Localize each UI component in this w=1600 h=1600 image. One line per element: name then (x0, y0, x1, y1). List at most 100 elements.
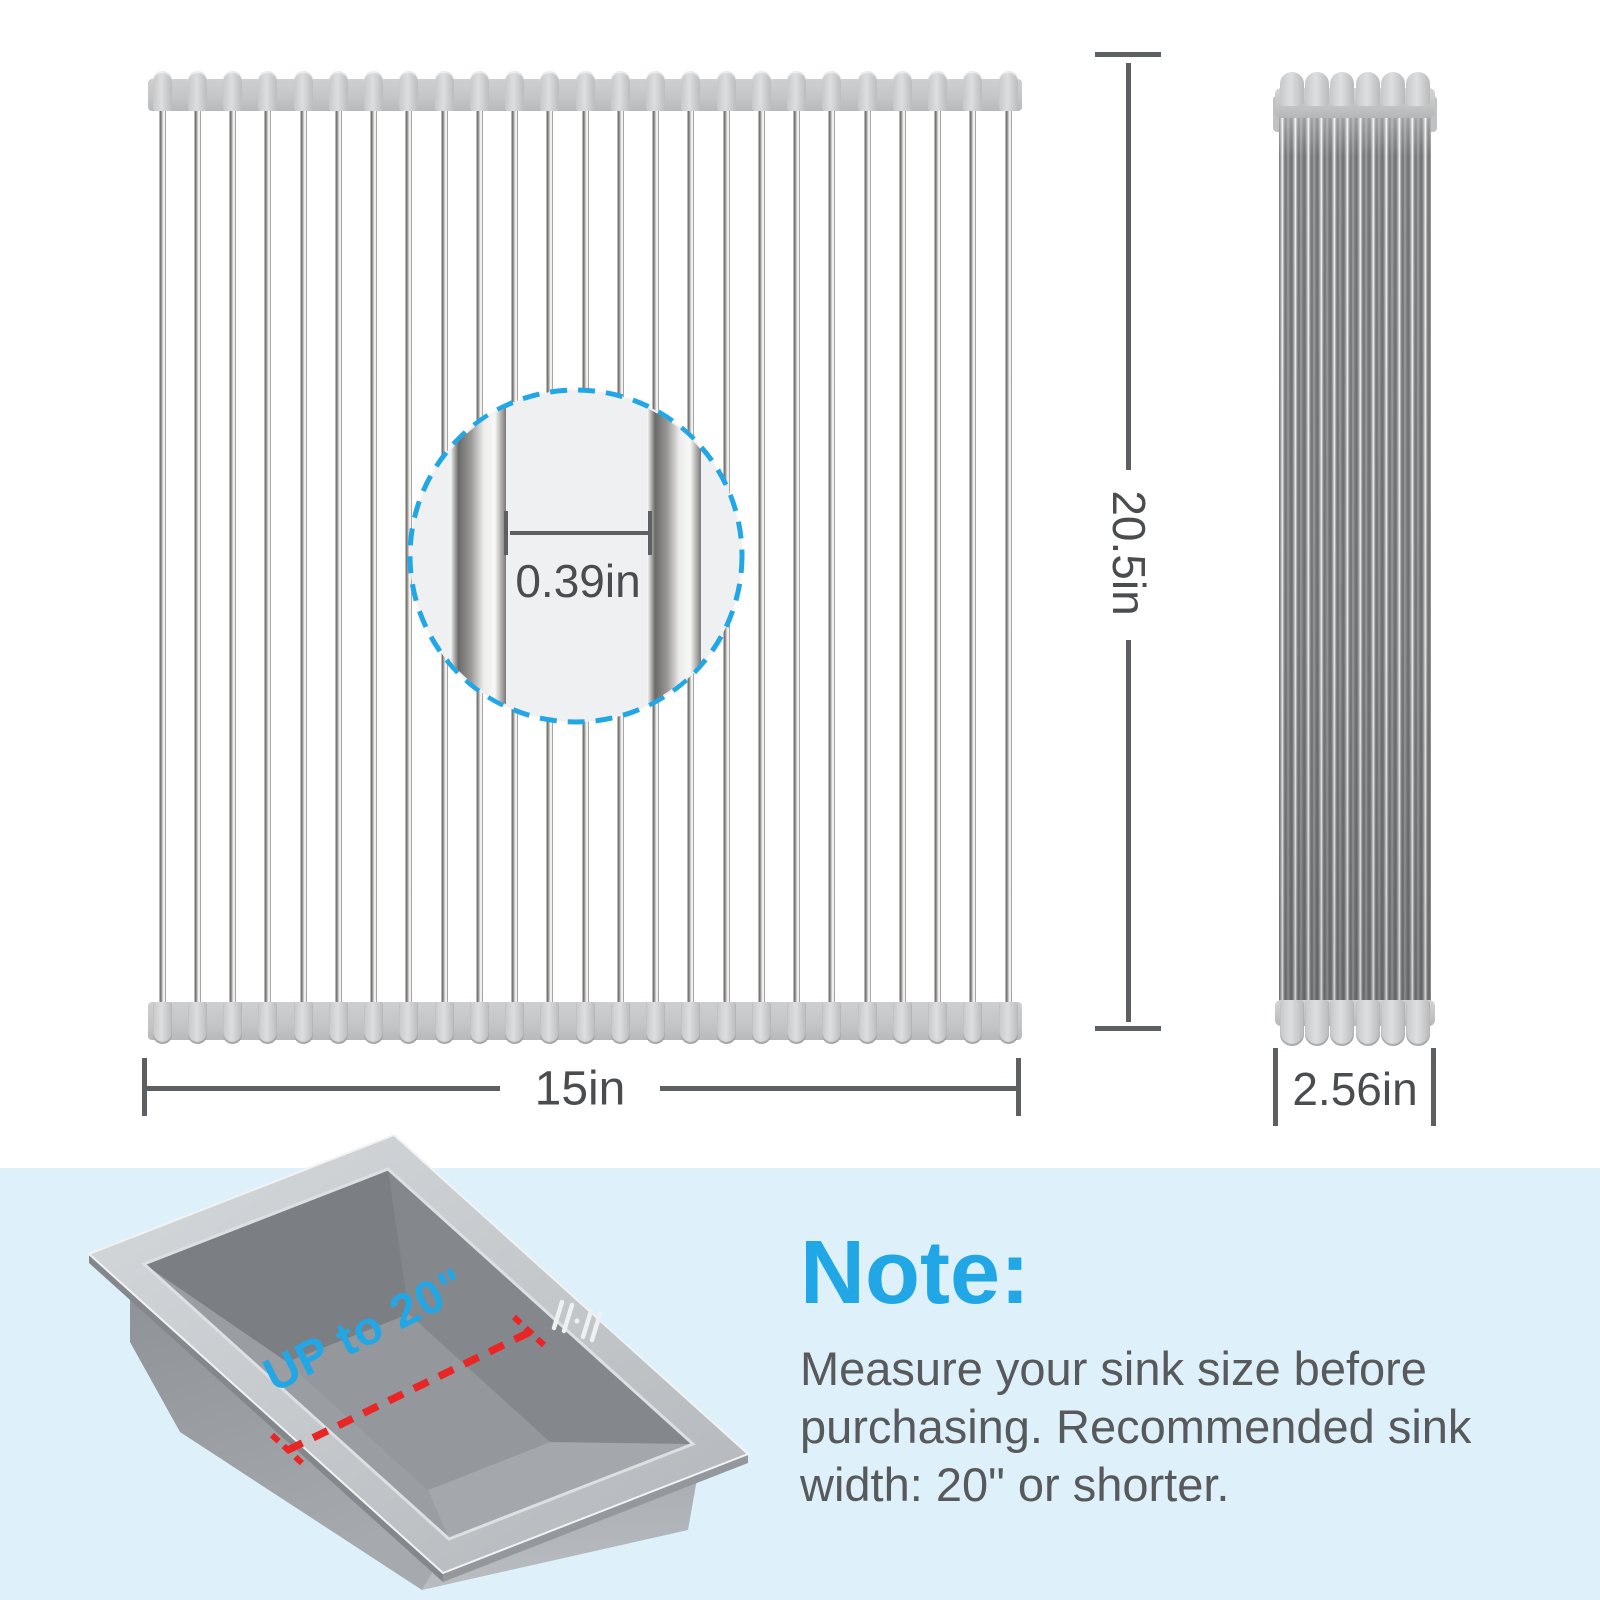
cap-bump (892, 1002, 912, 1044)
detail-callout: 0.39in (407, 387, 745, 725)
depth-dim-tick-left (1273, 1048, 1278, 1126)
height-dim-tick-top (1095, 52, 1161, 57)
steel-rod (264, 110, 272, 1004)
cap-bump (892, 71, 912, 111)
cap-bump (610, 1002, 630, 1044)
cap-bump (575, 1002, 595, 1044)
height-dim-line-upper (1126, 63, 1131, 470)
steel-rod (370, 110, 377, 1004)
width-dim-tick-right (1016, 1058, 1021, 1116)
cap-bump (258, 71, 278, 111)
magnified-rod-left (450, 392, 506, 720)
cap-bump (434, 1002, 454, 1044)
steel-rod (828, 110, 836, 1004)
cap-bump (540, 1002, 560, 1044)
cap-bump (258, 1002, 278, 1044)
side-cap-bump (1406, 72, 1430, 106)
steel-rod (334, 110, 342, 1004)
cap-bump (610, 71, 630, 111)
depth-dim-tick-right (1431, 1048, 1436, 1126)
height-dim-line-lower (1126, 640, 1131, 1022)
width-dim-tick-left (142, 1058, 147, 1116)
steel-rod (793, 110, 800, 1004)
width-dim-line-right (660, 1086, 1018, 1091)
cap-bump (787, 71, 806, 111)
cap-bump (751, 1002, 771, 1044)
sink-floor (287, 1314, 550, 1490)
cap-bump (187, 71, 207, 111)
cap-bump (681, 71, 701, 111)
height-dim-tick-bottom (1095, 1026, 1161, 1031)
cap-bump (963, 71, 983, 111)
cap-bump (223, 71, 242, 111)
side-cap-bump (1280, 72, 1304, 106)
steel-rod (299, 110, 307, 1004)
cap-bump (505, 1002, 524, 1044)
cap-bump (963, 1002, 983, 1044)
rolled-rods-column (1279, 112, 1431, 1004)
side-cap-bump (1406, 1000, 1430, 1046)
width-dim-label: 15in (534, 1062, 626, 1116)
sink-wall-back-left (144, 1169, 409, 1362)
side-cap-bump (1330, 1000, 1355, 1046)
cap-bump (716, 71, 736, 111)
cap-bump (822, 1002, 842, 1044)
side-cap-bump (1305, 72, 1330, 106)
drain-holes-icon (551, 1299, 603, 1343)
cap-bump (928, 1002, 947, 1044)
gap-dimension-label: 0.39in (515, 555, 640, 607)
cap-bump (223, 1002, 242, 1044)
cap-bump (293, 71, 313, 111)
cap-bump (928, 71, 947, 111)
side-cap-bump (1380, 1000, 1405, 1046)
magnified-rod-right (647, 392, 701, 720)
cap-bump (469, 71, 489, 111)
steel-rod (863, 110, 871, 1004)
width-dim-line-left (145, 1086, 500, 1091)
cap-bump (646, 71, 665, 111)
cap-bump (152, 71, 172, 111)
steel-rod (934, 110, 941, 1004)
steel-rod (757, 110, 765, 1004)
side-cap-bump (1355, 1000, 1380, 1046)
side-cap-bump (1380, 72, 1405, 106)
cap-bump (681, 1002, 701, 1044)
cap-bump (469, 1002, 489, 1044)
note-body-text: Measure your sink size before purchasing… (800, 1342, 1472, 1511)
side-view-rolled-rack (1273, 72, 1437, 1046)
gap-dimension (504, 511, 652, 555)
side-cap-bump (1355, 72, 1380, 106)
note-title: Note: (800, 1223, 1030, 1323)
steel-rod (1004, 110, 1012, 1004)
cap-bump (187, 1002, 207, 1044)
sink-flange-edge-left (89, 1254, 443, 1582)
cap-bump (293, 1002, 313, 1044)
cap-bump (822, 71, 842, 111)
cap-bump (787, 1002, 806, 1044)
steel-rod (898, 110, 906, 1004)
side-cap-bump (1280, 1000, 1304, 1046)
cap-bump (152, 1002, 172, 1044)
height-dim-label: 20.5in (1103, 490, 1155, 616)
sink-wall-front-right (428, 1442, 693, 1539)
steel-rod (158, 110, 166, 1004)
cap-bump (575, 71, 595, 111)
cap-bump (434, 71, 454, 111)
cap-bump (751, 71, 771, 111)
side-cap-bump (1330, 72, 1355, 106)
cap-bump (399, 71, 419, 111)
sink-illustration: UP to 20" (87, 1133, 750, 1590)
cap-bump (540, 71, 560, 111)
cap-bump (505, 71, 524, 111)
sink-inner-rim-highlight (141, 1167, 696, 1541)
cap-bump (716, 1002, 736, 1044)
cap-bump (328, 1002, 348, 1044)
cap-bump (399, 1002, 419, 1044)
sink-flange-edge-right (443, 1454, 748, 1582)
cap-bump (857, 1002, 877, 1044)
cap-bump (998, 71, 1018, 111)
cap-bump (364, 71, 383, 111)
cap-bump (998, 1002, 1018, 1044)
cap-bump (646, 1002, 665, 1044)
